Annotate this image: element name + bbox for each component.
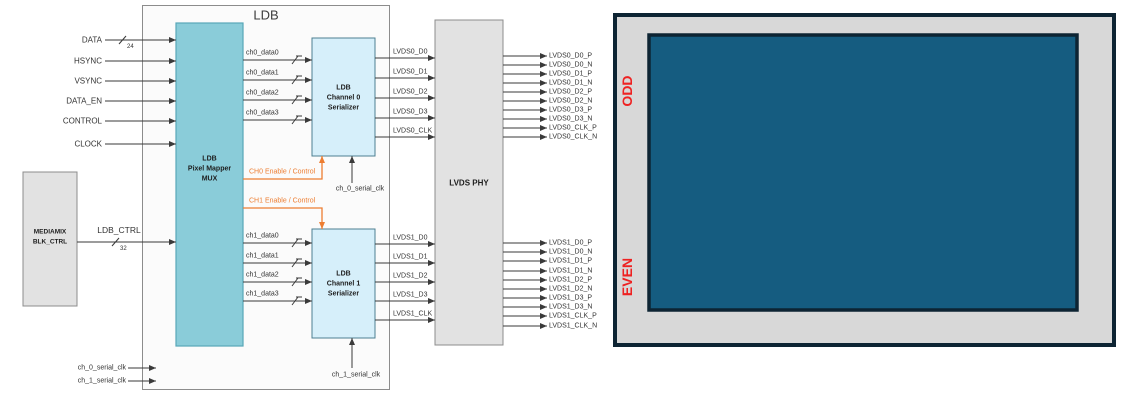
lvds1-d2-p-label: LVDS1_D2_P bbox=[549, 277, 592, 284]
lvds1-d1-p-label: LVDS1_D1_P bbox=[549, 258, 592, 265]
lvds0-d0-p-label: LVDS0_D0_P bbox=[549, 53, 592, 60]
lvds1-d0-n-label: LVDS1_D0_N bbox=[549, 249, 592, 256]
ch0-data-labels: ch0_data0 ch0_data1 ch0_data2 ch0_data3 bbox=[246, 50, 279, 117]
lvds1-in-labels: LVDS1_D0 LVDS1_D1 LVDS1_D2 LVDS1_D3 LVDS… bbox=[393, 235, 433, 318]
ch1-data3-label: ch1_data3 bbox=[246, 291, 279, 298]
ch0-serial-clk-label: ch_0_serial_clk bbox=[336, 186, 385, 193]
lvds0-d2-p-label: LVDS0_D2_P bbox=[549, 89, 592, 96]
serializer0-line3: Serializer bbox=[328, 105, 359, 112]
lvds1-d2-n-label: LVDS1_D2_N bbox=[549, 286, 592, 293]
ch0-data3-label: ch0_data3 bbox=[246, 110, 279, 117]
lvds1-phy-input-wires bbox=[375, 241, 435, 323]
pixel-mapper-block bbox=[175, 22, 244, 347]
serializer1-line1: LDB bbox=[336, 271, 350, 278]
ch0-data0-label: ch0_data0 bbox=[246, 50, 279, 57]
lvds0-d2-n-label: LVDS0_D2_N bbox=[549, 98, 592, 105]
serializer0-labels: LDB Channel 0 Serializer bbox=[327, 85, 361, 112]
lvds0-d1-p-label: LVDS0_D1_P bbox=[549, 71, 592, 78]
serializer1-line3: Serializer bbox=[328, 291, 359, 298]
ch1-data2-label: ch1_data2 bbox=[246, 272, 279, 279]
ch1-enable-wire bbox=[243, 207, 325, 229]
lvds1-d3-n-label: LVDS1_D3_N bbox=[549, 304, 592, 311]
pixel-mapper-labels: LDB Pixel Mapper MUX bbox=[188, 156, 231, 183]
input-wires bbox=[77, 35, 176, 384]
ch0-enable-label: CH0 Enable / Control bbox=[249, 169, 316, 176]
ch1-data0-label: ch1_data0 bbox=[246, 233, 279, 240]
mediamix-blk-ctrl-block bbox=[22, 171, 78, 307]
lvds1-out-labels: LVDS1_D0_P LVDS1_D0_N LVDS1_D1_P LVDS1_D… bbox=[549, 240, 597, 330]
input-label-vsync: VSYNC bbox=[74, 77, 102, 86]
ch1-serial-clk-label: ch_1_serial_clk bbox=[332, 372, 381, 379]
mediamix-line1: MEDIAMIX bbox=[34, 229, 67, 236]
mediamix-labels: MEDIAMIX BLK_CTRL LDB_CTRL 32 bbox=[33, 225, 141, 252]
lvds1-output-wires bbox=[503, 240, 547, 329]
mediamix-line2: BLK_CTRL bbox=[33, 239, 67, 246]
ch0-data1-label: ch0_data1 bbox=[246, 70, 279, 77]
ldb-ctrl-label: LDB_CTRL bbox=[97, 225, 141, 235]
lvds0-clk-n-label: LVDS0_CLK_N bbox=[549, 134, 597, 141]
lvds0-d0-n-label: LVDS0_D0_N bbox=[549, 62, 592, 69]
lvds0-out-labels: LVDS0_D0_P LVDS0_D0_N LVDS0_D1_P LVDS0_D… bbox=[549, 53, 597, 141]
lvds0-d3-label: LVDS0_D3 bbox=[393, 109, 428, 116]
lvds0-clk-p-label: LVDS0_CLK_P bbox=[549, 125, 597, 132]
channel1-serializer-block bbox=[311, 228, 376, 339]
input-label-control: CONTROL bbox=[63, 117, 103, 126]
ch0-data2-label: ch0_data2 bbox=[246, 90, 279, 97]
serializer0-line2: Channel 0 bbox=[327, 95, 361, 102]
display-panel: ODD EVEN bbox=[613, 13, 1116, 347]
lvds1-clk-label: LVDS1_CLK bbox=[393, 311, 433, 318]
ldb-ctrl-bus-width: 32 bbox=[120, 246, 127, 252]
ch0-enable-wire bbox=[243, 156, 325, 180]
ch1-data-labels: ch1_data0 ch1_data1 ch1_data2 ch1_data3 bbox=[246, 233, 279, 298]
serializer1-labels: LDB Channel 1 Serializer bbox=[327, 271, 361, 298]
lvds0-d1-n-label: LVDS0_D1_N bbox=[549, 80, 592, 87]
lvds0-in-labels: LVDS0_D0 LVDS0_D1 LVDS0_D2 LVDS0_D3 LVDS… bbox=[393, 49, 433, 135]
ch0-serial-clk-input-label: ch_0_serial_clk bbox=[78, 365, 127, 372]
lvds1-d3-label: LVDS1_D3 bbox=[393, 292, 428, 299]
lvds1-d2-label: LVDS1_D2 bbox=[393, 273, 428, 280]
ch1-serial-clk-input-label: ch_1_serial_clk bbox=[78, 378, 127, 385]
lvds0-phy-input-wires bbox=[375, 55, 435, 140]
lvds1-d0-label: LVDS1_D0 bbox=[393, 235, 428, 242]
lvds-phy-label: LVDS PHY bbox=[449, 179, 489, 188]
lvds0-d1-label: LVDS0_D1 bbox=[393, 69, 428, 76]
lvds1-d1-label: LVDS1_D1 bbox=[393, 254, 428, 261]
ldb-title: LDB bbox=[253, 8, 278, 23]
lvds-phy-block bbox=[434, 19, 504, 346]
lvds1-d0-p-label: LVDS1_D0_P bbox=[549, 240, 592, 247]
data-bus-width: 24 bbox=[127, 44, 134, 50]
lvds1-clk-n-label: LVDS1_CLK_N bbox=[549, 323, 597, 330]
channel0-serializer-block bbox=[311, 37, 376, 157]
even-field-label: EVEN bbox=[619, 258, 635, 296]
serializer0-line1: LDB bbox=[336, 85, 350, 92]
serializer1-line2: Channel 1 bbox=[327, 281, 361, 288]
odd-field-label: ODD bbox=[619, 75, 635, 106]
lvds1-d3-p-label: LVDS1_D3_P bbox=[549, 295, 592, 302]
lvds0-d3-p-label: LVDS0_D3_P bbox=[549, 107, 592, 114]
lvds1-d1-n-label: LVDS1_D1_N bbox=[549, 268, 592, 275]
lvds0-d2-label: LVDS0_D2 bbox=[393, 89, 428, 96]
input-label-hsync: HSYNC bbox=[74, 57, 102, 66]
input-label-clock: CLOCK bbox=[74, 140, 102, 149]
lvds0-output-wires bbox=[503, 53, 547, 140]
input-labels: DATA HSYNC VSYNC DATA_EN CONTROL CLOCK 2… bbox=[63, 36, 134, 149]
lvds0-d0-label: LVDS0_D0 bbox=[393, 49, 428, 56]
pixel-mapper-line2: Pixel Mapper bbox=[188, 166, 231, 173]
lvds1-clk-p-label: LVDS1_CLK_P bbox=[549, 313, 597, 320]
lvds0-clk-label: LVDS0_CLK bbox=[393, 128, 433, 135]
ch1-data-wires bbox=[243, 238, 312, 306]
pixel-mapper-line3: MUX bbox=[202, 176, 218, 183]
ch0-data-wires bbox=[243, 55, 312, 125]
pixel-mapper-line1: LDB bbox=[202, 156, 216, 163]
input-label-data-en: DATA_EN bbox=[66, 97, 102, 106]
ch1-enable-label: CH1 Enable / Control bbox=[249, 198, 316, 205]
lvds0-d3-n-label: LVDS0_D3_N bbox=[549, 116, 592, 123]
panel-screen bbox=[647, 33, 1079, 312]
input-label-data: DATA bbox=[82, 36, 103, 45]
ch1-data1-label: ch1_data1 bbox=[246, 253, 279, 260]
